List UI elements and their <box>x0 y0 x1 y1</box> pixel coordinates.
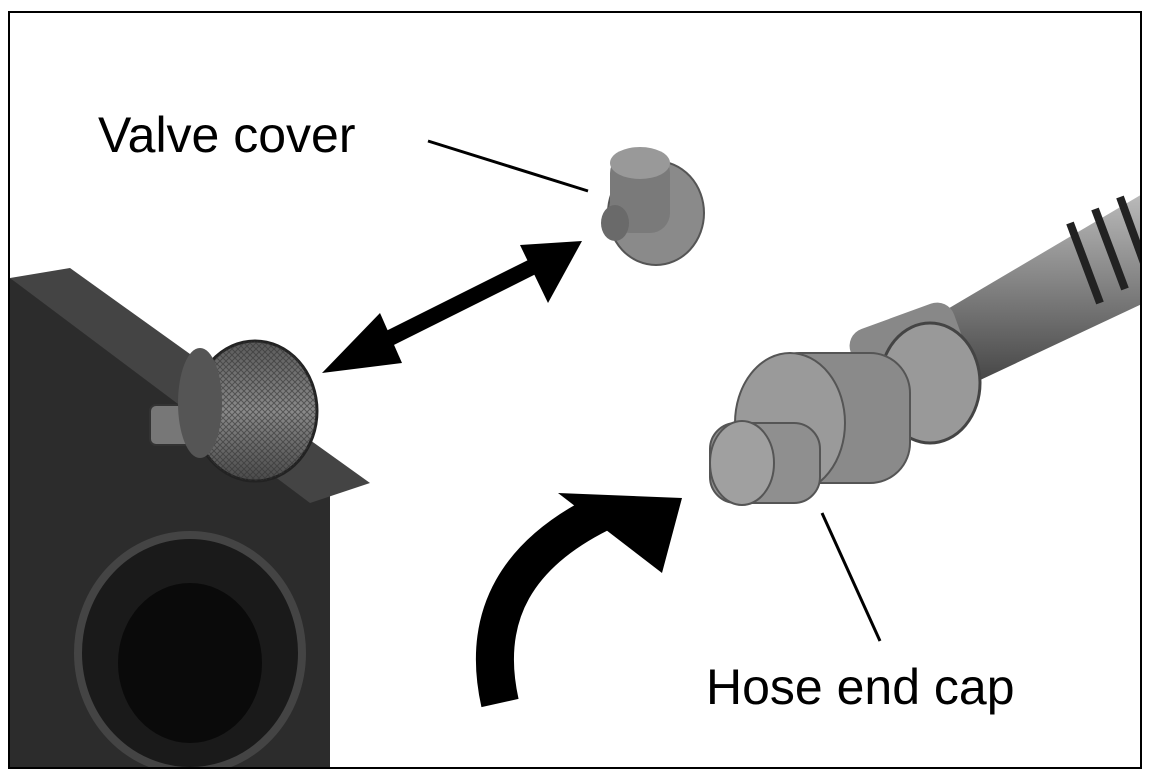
double-arrow-icon <box>322 241 582 373</box>
valve-cover-leader-line <box>427 139 589 193</box>
hose-end-cap-label: Hose end cap <box>706 659 1015 715</box>
curved-arrow-icon <box>475 493 682 708</box>
hose-end-cap-leader-line <box>820 512 882 642</box>
hose-end-cap-part <box>709 352 911 506</box>
valve-cover-part <box>601 147 705 266</box>
figure-frame: Valve cover Hose end cap <box>8 11 1142 769</box>
tube <box>10 268 370 767</box>
photo-illustration <box>10 139 1140 767</box>
valve-cover-label: Valve cover <box>98 107 356 163</box>
valve-knurled-nut <box>149 339 319 483</box>
